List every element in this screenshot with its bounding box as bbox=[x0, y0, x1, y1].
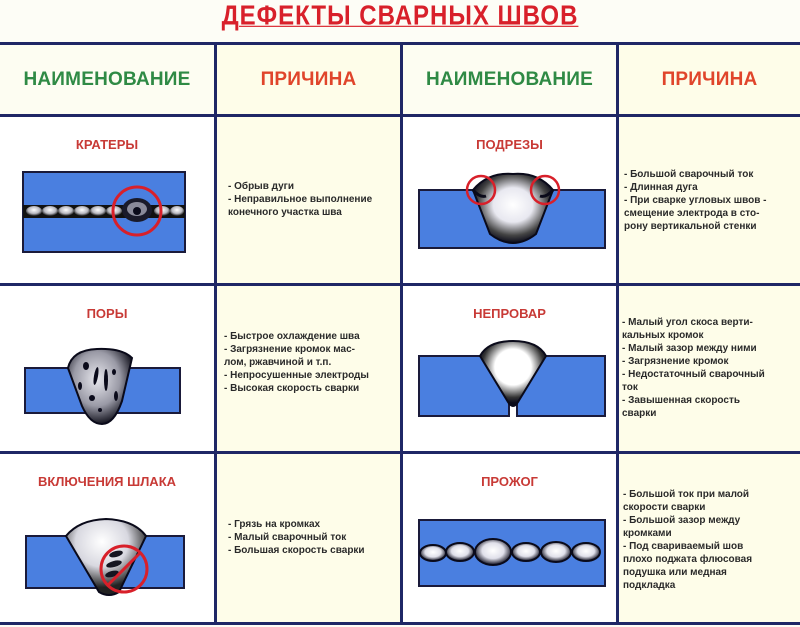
cause-list: - Грязь на кромках - Малый сварочный ток… bbox=[228, 518, 400, 557]
cause-item: - Недостаточный сварочный bbox=[622, 369, 765, 380]
cause-list: - Малый угол скоса верти- кальных кромок… bbox=[622, 316, 800, 420]
grid-line bbox=[616, 43, 619, 625]
cause-item: - Быстрое охлаждение шва bbox=[224, 331, 360, 342]
column-header-cause: ПРИЧИНА bbox=[661, 69, 758, 90]
defect-name: ПОРЫ bbox=[86, 306, 128, 321]
cause-cell bbox=[217, 454, 401, 623]
cause-item: плохо поджата флюсовая bbox=[623, 554, 753, 565]
header-cell bbox=[0, 45, 215, 115]
column-header-cause: ПРИЧИНА bbox=[260, 69, 357, 90]
cause-item: - При сварке угловых швов - bbox=[624, 195, 767, 206]
cause-list: - Большой сварочный ток - Длинная дуга -… bbox=[624, 168, 800, 233]
grid-line bbox=[214, 43, 217, 625]
cause-item: - Большая скорость сварки bbox=[228, 545, 365, 556]
cause-item: - Длинная дуга bbox=[624, 182, 698, 193]
cause-item: - Высокая скорость сварки bbox=[224, 383, 360, 394]
burn-through-weld-icon bbox=[418, 519, 606, 587]
cause-item: - Непросушенные электроды bbox=[224, 370, 369, 381]
cause-item: кальных кромок bbox=[622, 330, 704, 341]
cause-item: - Малый зазор между ними bbox=[622, 343, 757, 354]
cause-item: ток bbox=[622, 382, 638, 393]
cause-item: - Большой зазор между bbox=[623, 515, 741, 526]
cause-item: - Неправильное выполнение bbox=[228, 194, 373, 205]
cause-item: - Большой ток при малой bbox=[623, 489, 750, 500]
cause-cell bbox=[217, 286, 401, 452]
cause-item: - Малый угол скоса верти- bbox=[622, 317, 753, 328]
cause-item: сварки bbox=[622, 408, 657, 419]
defect-undercut: ПОДРЕЗЫ bbox=[403, 117, 616, 283]
column-header-name: НАИМЕНОВАНИЕ bbox=[23, 69, 191, 90]
header-cell bbox=[403, 45, 617, 115]
page-title: ДЕФЕКТЫ СВАРНЫХ ШВОВ bbox=[221, 0, 579, 32]
cause-cell bbox=[217, 117, 401, 284]
cause-item: - Завышенная скорость bbox=[622, 395, 741, 406]
cause-item: - Под свариваемый шов bbox=[623, 541, 744, 552]
cause-item: - Малый сварочный ток bbox=[228, 532, 347, 543]
cause-item: рону вертикальной стенки bbox=[624, 221, 757, 232]
header-cell bbox=[217, 45, 401, 115]
cause-item: конечного участка шва bbox=[228, 207, 342, 218]
defect-pores: ПОРЫ bbox=[0, 286, 214, 451]
incomplete-penetration-weld-icon bbox=[418, 340, 606, 417]
defect-crater: КРАТЕРЫ bbox=[0, 117, 214, 283]
defect-slag-inclusion: ВКЛЮЧЕНИЯ ШЛАКА bbox=[0, 454, 214, 622]
pores-weld-icon bbox=[24, 347, 181, 426]
cause-cell bbox=[619, 454, 800, 623]
cause-item: скорости сварки bbox=[623, 502, 706, 513]
grid-line bbox=[400, 43, 403, 625]
column-header-name: НАИМЕНОВАНИЕ bbox=[425, 69, 594, 90]
cause-item: - Грязь на кромках bbox=[228, 519, 321, 530]
cause-item: - Загрязнение кромок bbox=[622, 356, 729, 367]
defect-incomplete-penetration: НЕПРОВАР bbox=[403, 286, 616, 451]
slag-inclusion-weld-icon bbox=[25, 517, 185, 596]
defect-name: ПОДРЕЗЫ bbox=[476, 137, 543, 152]
cause-cell bbox=[619, 117, 800, 284]
cause-list: - Быстрое охлаждение шва - Загрязнение к… bbox=[224, 330, 402, 395]
undercut-weld-icon bbox=[418, 172, 606, 249]
cause-cell bbox=[619, 286, 800, 452]
cause-list: - Обрыв дуги - Неправильное выполнение к… bbox=[228, 180, 400, 219]
cause-item: смещение электрода в сто- bbox=[624, 208, 760, 219]
cause-item: - Обрыв дуги bbox=[228, 181, 294, 192]
defect-name: НЕПРОВАР bbox=[473, 306, 546, 321]
crater-weld-icon bbox=[22, 171, 186, 253]
cause-list: - Большой ток при малой скорости сварки … bbox=[623, 488, 800, 592]
cause-item: кромками bbox=[623, 528, 672, 539]
defect-name: ВКЛЮЧЕНИЯ ШЛАКА bbox=[37, 474, 177, 489]
header-cell bbox=[619, 45, 800, 115]
cause-item: - Загрязнение кромок мас- bbox=[224, 344, 355, 355]
defect-name: ПРОЖОГ bbox=[481, 474, 538, 489]
cause-item: - Большой сварочный ток bbox=[624, 169, 754, 180]
cause-item: подушка или медная bbox=[623, 567, 727, 578]
cause-item: лом, ржавчиной и т.п. bbox=[224, 357, 332, 368]
defect-burn-through: ПРОЖОГ bbox=[403, 454, 616, 622]
cause-item: подкладка bbox=[623, 580, 676, 591]
defect-name: КРАТЕРЫ bbox=[75, 137, 139, 152]
